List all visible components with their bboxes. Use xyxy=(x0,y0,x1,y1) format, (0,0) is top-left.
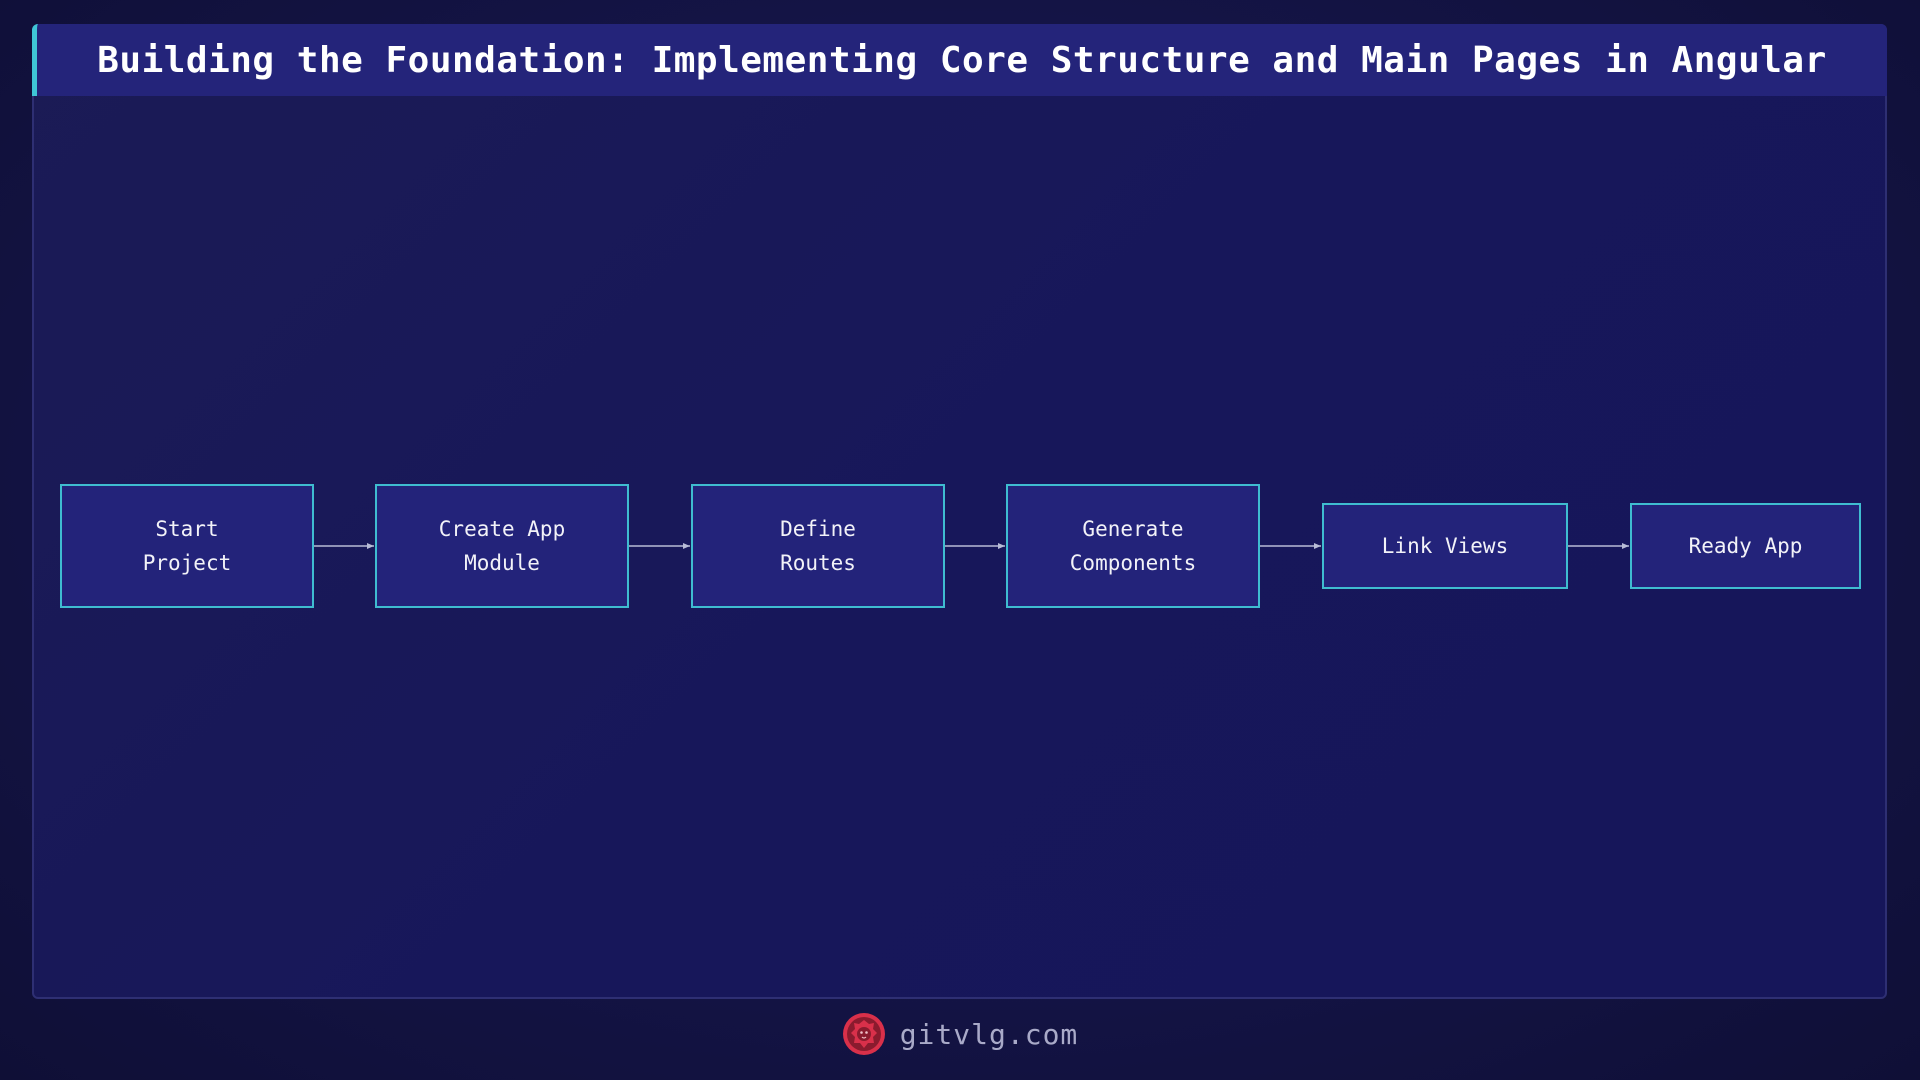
node-ready-app: Ready App xyxy=(1630,503,1861,589)
footer-site-link[interactable]: gitvlg.com xyxy=(899,1017,1079,1051)
node-create-app-module: Create App Module xyxy=(375,484,629,608)
title-bar: Building the Foundation: Implementing Co… xyxy=(32,24,1887,96)
node-define-routes: Define Routes xyxy=(691,484,945,608)
node-link-views: Link Views xyxy=(1322,503,1568,589)
node-start-project: Start Project xyxy=(60,484,314,608)
page-title: Building the Foundation: Implementing Co… xyxy=(97,39,1827,81)
lion-logo-icon xyxy=(842,1013,885,1055)
node-generate-components: Generate Components xyxy=(1006,484,1260,608)
footer: gitvlg.com xyxy=(0,1010,1920,1058)
diagram-panel xyxy=(32,24,1887,999)
